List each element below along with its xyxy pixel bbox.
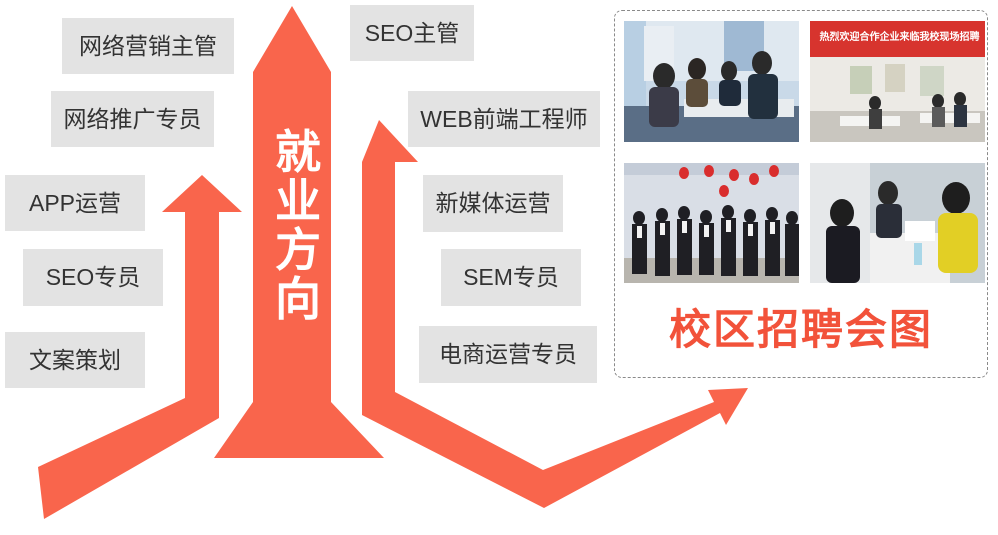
center-label-char: 就 bbox=[275, 125, 321, 179]
center-label-char: 业 bbox=[275, 174, 321, 228]
center-label: 就 业 方 向 bbox=[268, 128, 328, 324]
tag-app-operation: APP运营 bbox=[5, 175, 145, 231]
recruitment-photo-crowd bbox=[624, 163, 799, 283]
tag-network-promotion-specialist: 网络推广专员 bbox=[51, 91, 214, 147]
center-label-char: 向 bbox=[275, 272, 321, 326]
tag-copywriting: 文案策划 bbox=[5, 332, 145, 388]
recruitment-photo-consultation bbox=[810, 163, 985, 283]
center-label-char: 方 bbox=[275, 223, 321, 277]
tag-seo-manager: SEO主管 bbox=[350, 5, 474, 61]
right-arrow bbox=[362, 120, 748, 508]
tag-seo-specialist: SEO专员 bbox=[23, 249, 163, 306]
left-arrow bbox=[38, 175, 242, 519]
tag-network-marketing-manager: 网络营销主管 bbox=[62, 18, 234, 74]
recruitment-photo-hall bbox=[810, 21, 985, 142]
tag-web-frontend-engineer: WEB前端工程师 bbox=[408, 91, 600, 147]
center-arrow bbox=[214, 6, 384, 458]
tag-new-media-operation: 新媒体运营 bbox=[423, 175, 563, 232]
tag-sem-specialist: SEM专员 bbox=[441, 249, 581, 306]
gallery-title: 校区招聘会图 bbox=[668, 305, 933, 354]
recruitment-banner-text: 热烈欢迎合作企业来临我校现场招聘 bbox=[819, 32, 980, 43]
recruitment-photo-interview bbox=[624, 21, 799, 142]
tag-ecommerce-operation-specialist: 电商运营专员 bbox=[419, 326, 597, 383]
